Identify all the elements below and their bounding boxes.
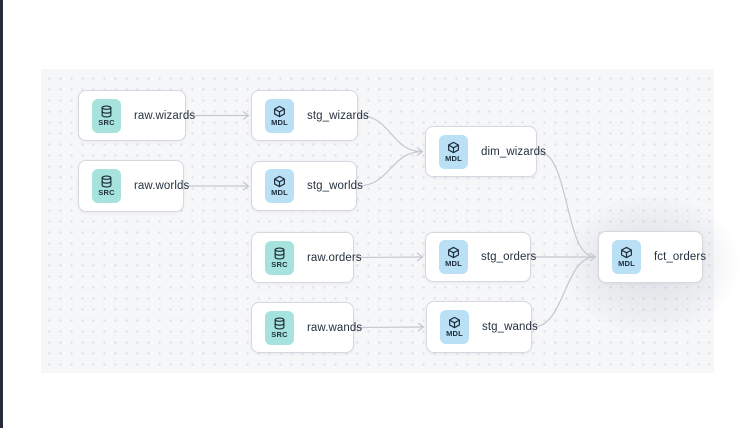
- node-type-badge: MDL: [265, 98, 294, 133]
- database-icon: [100, 105, 113, 118]
- database-icon: [273, 317, 286, 330]
- node-stg-worlds[interactable]: MDL stg_worlds: [251, 161, 363, 211]
- node-type-badge: MDL: [439, 134, 468, 169]
- node-type-badge: SRC: [265, 310, 294, 345]
- node-stg-wizards[interactable]: MDL stg_wizards: [251, 90, 369, 141]
- node-stg-orders[interactable]: MDL stg_orders: [425, 232, 536, 282]
- node-type-badge: SRC: [92, 169, 121, 203]
- node-label: raw.orders: [307, 251, 362, 264]
- cube-icon: [620, 246, 633, 259]
- node-label: raw.wizards: [134, 109, 196, 122]
- node-type-badge: SRC: [92, 98, 121, 133]
- node-label: stg_wizards: [307, 109, 369, 122]
- cube-icon: [447, 246, 460, 259]
- node-label: stg_orders: [481, 251, 537, 263]
- node-raw-wands[interactable]: SRC raw.wands: [251, 302, 362, 353]
- node-type-badge: MDL: [612, 240, 641, 274]
- node-type-badge: MDL: [440, 310, 469, 344]
- node-type-badge: SRC: [265, 240, 294, 275]
- node-raw-wizards[interactable]: SRC raw.wizards: [78, 90, 195, 141]
- node-label: dim_wizards: [481, 145, 547, 158]
- database-icon: [100, 175, 113, 188]
- node-type-badge: MDL: [439, 240, 468, 274]
- cube-icon: [448, 316, 461, 329]
- node-type-badge: MDL: [265, 169, 294, 203]
- cube-icon: [273, 175, 286, 188]
- window-edge-strip: [0, 0, 3, 428]
- node-label: stg_worlds: [307, 180, 363, 192]
- database-icon: [273, 247, 286, 260]
- node-raw-worlds[interactable]: SRC raw.worlds: [78, 160, 189, 212]
- node-label: fct_orders: [654, 251, 707, 263]
- node-label: raw.worlds: [134, 180, 190, 192]
- node-label: stg_wands: [482, 321, 538, 333]
- node-raw-orders[interactable]: SRC raw.orders: [251, 232, 362, 283]
- cube-icon: [447, 141, 460, 154]
- node-fct-orders[interactable]: MDL fct_orders: [598, 231, 707, 283]
- node-dim-wizards[interactable]: MDL dim_wizards: [425, 126, 546, 177]
- node-label: raw.wands: [307, 321, 363, 334]
- node-stg-wands[interactable]: MDL stg_wands: [426, 301, 538, 353]
- cube-icon: [273, 105, 286, 118]
